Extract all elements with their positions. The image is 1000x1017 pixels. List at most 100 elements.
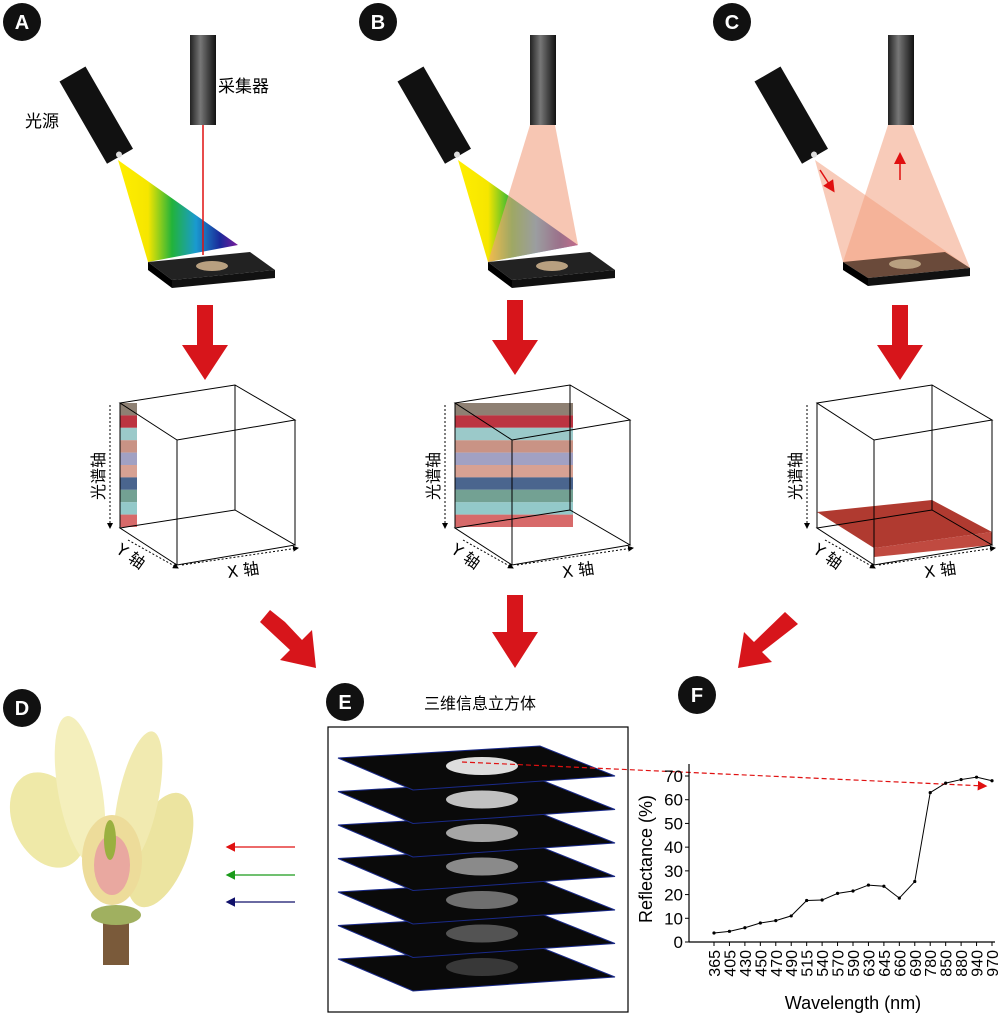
sample-image	[446, 924, 518, 943]
light-source-icon	[397, 66, 471, 164]
panel-c: C	[713, 3, 970, 286]
y-axis-label: Y 轴	[112, 539, 149, 573]
data-point	[712, 931, 716, 935]
y-tick-label: 10	[664, 909, 683, 928]
data-point	[758, 921, 762, 925]
down-arrow-icon	[492, 300, 538, 375]
collection-cone	[488, 125, 578, 262]
cube-top-edge	[118, 384, 297, 441]
collector-icon	[530, 35, 556, 125]
data-point	[897, 896, 901, 900]
y-axis-arrow	[824, 539, 876, 569]
sample-image	[446, 958, 518, 976]
collector-label: 采集器	[218, 77, 269, 97]
spectral-band-row	[455, 427, 573, 441]
y-tick-label: 60	[664, 791, 683, 810]
panel-a: A 光源 采集器	[3, 3, 275, 288]
spectrum-beam	[118, 160, 238, 262]
spectral-band-cell	[120, 465, 137, 478]
data-point	[789, 914, 793, 918]
data-point	[820, 898, 824, 902]
data-point	[990, 779, 994, 783]
data-cube-b: 光谱轴 Y 轴 X 轴	[424, 384, 634, 582]
x-axis-title: Wavelength (nm)	[785, 993, 921, 1013]
x-tick-label: 940	[970, 950, 987, 977]
spectral-slice	[817, 500, 992, 548]
x-axis-label: X 轴	[923, 559, 957, 582]
spectral-band-cell	[120, 502, 137, 515]
x-tick-label: 570	[831, 950, 848, 977]
collector-icon	[888, 35, 914, 125]
y-axis-arrow	[127, 539, 179, 569]
x-tick-label: 365	[707, 950, 724, 977]
spectral-band-row	[455, 489, 573, 503]
sample-image	[446, 757, 518, 775]
x-axis-arrow	[516, 545, 634, 566]
data-point	[913, 879, 917, 884]
x-tick-label: 970	[985, 950, 1000, 977]
spectral-band-cell	[120, 452, 137, 465]
image-layers	[337, 745, 616, 992]
data-point	[974, 775, 979, 779]
y-axis-label: Y 轴	[447, 539, 484, 573]
x-tick-label: 590	[846, 950, 863, 977]
spectral-band-cell	[120, 440, 137, 453]
spectral-band-cell	[120, 415, 137, 428]
image-layer	[337, 845, 616, 892]
flow-arrows	[182, 300, 923, 668]
data-point	[805, 898, 809, 903]
x-tick-label: 880	[954, 950, 971, 977]
light-source-icon	[754, 66, 828, 164]
panel-letter: A	[15, 12, 29, 34]
light-source-icon	[59, 66, 133, 164]
panel-letter: C	[725, 12, 739, 34]
sample-image	[446, 891, 518, 909]
y-tick-label: 20	[664, 886, 683, 905]
down-arrow-icon	[492, 595, 538, 668]
hypercube-title: 三维信息立方体	[424, 694, 536, 713]
magnolia-flower-image	[9, 716, 194, 965]
data-point	[851, 889, 855, 893]
spectral-band-row	[455, 477, 573, 490]
sample-plate	[488, 252, 615, 288]
incident-arrow	[819, 169, 835, 193]
x-tick-label: 690	[908, 950, 925, 977]
x-tick-label: 660	[892, 950, 909, 977]
spectral-band-row	[455, 502, 573, 515]
panel-letter-badge	[3, 689, 41, 727]
data-point	[835, 891, 840, 895]
pixel-spectrum-link-arrow	[461, 761, 988, 791]
image-layer	[337, 778, 616, 825]
x-tick-label: 645	[877, 950, 894, 977]
x-tick-label: 450	[753, 950, 770, 977]
data-point	[959, 777, 963, 782]
cube-top-edge	[815, 384, 994, 441]
panel-letter-badge	[359, 3, 397, 41]
x-tick-label: 540	[815, 950, 832, 977]
panel-letter-badge	[326, 683, 364, 721]
x-tick-label: 470	[769, 950, 786, 977]
spectral-band-cell	[120, 514, 137, 527]
diagonal-arrow-icon	[738, 612, 798, 668]
spectral-band-row	[455, 415, 573, 428]
data-point	[866, 883, 871, 887]
spectral-band-cell	[120, 477, 137, 490]
x-tick-label: 405	[722, 950, 739, 977]
spectral-axis-label: 光谱轴	[786, 452, 805, 500]
x-tick-label: 780	[923, 950, 940, 977]
x-axis-label: X 轴	[561, 559, 595, 582]
panel-d: D	[3, 689, 295, 965]
panel-e: E 三维信息立方体	[326, 683, 988, 1013]
panel-letter-badge	[3, 3, 41, 41]
y-tick-label: 0	[674, 933, 683, 952]
spectral-band-row	[455, 514, 573, 527]
x-tick-label: 430	[738, 950, 755, 977]
data-point	[774, 919, 778, 923]
spectral-band-row	[455, 403, 573, 416]
spectral-band-row	[455, 440, 573, 453]
collector-icon	[190, 35, 216, 125]
spectral-axis-label: 光谱轴	[424, 452, 443, 500]
